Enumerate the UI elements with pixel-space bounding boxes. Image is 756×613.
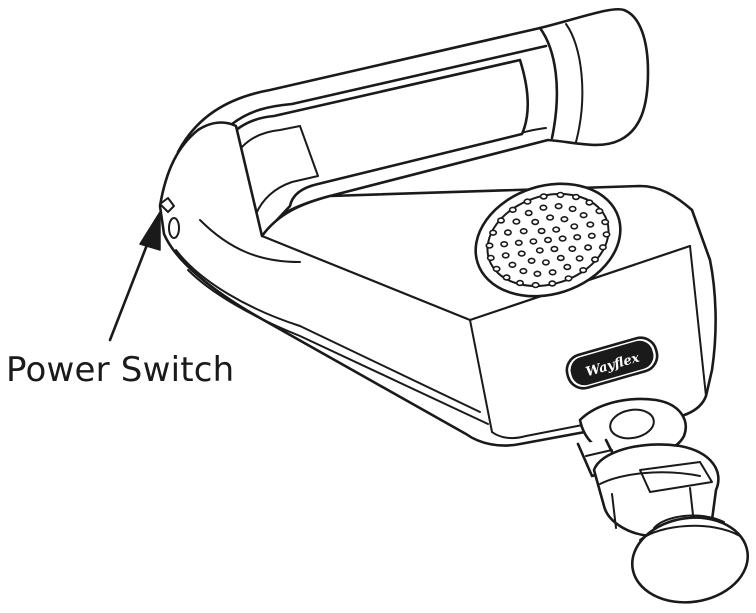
vent-hole [492, 265, 501, 273]
vent-hole [533, 270, 542, 277]
head-collar [576, 397, 687, 478]
vent-hole [548, 280, 557, 287]
vent-hole [556, 191, 565, 199]
vent-hole [519, 228, 528, 235]
vent-hole [558, 235, 567, 242]
vent-hole [598, 244, 607, 251]
vent-hole [529, 238, 538, 245]
power-switch-label: Power Switch [6, 350, 235, 390]
vent-hole [543, 236, 552, 244]
vent-hole [502, 274, 511, 281]
vent-hole [573, 234, 582, 241]
brand-badge: Wayflex [565, 336, 659, 390]
ball-head [630, 514, 750, 604]
vent-hole [560, 216, 569, 223]
vent-hole [527, 257, 536, 264]
vent-hole [486, 254, 495, 262]
vent-hole [523, 198, 532, 205]
vent-hole [503, 229, 512, 236]
vent-hole [585, 199, 594, 206]
vent-hole [508, 206, 517, 214]
vent-hole [524, 209, 533, 217]
vent-hole [501, 252, 510, 259]
vent-hole [552, 226, 561, 233]
vent-hole [539, 193, 548, 200]
vent-hole [586, 221, 595, 228]
vent-hole [535, 247, 544, 254]
vent-hole [601, 218, 610, 226]
vent-hole [514, 239, 523, 247]
vent-hole [564, 275, 573, 282]
vent-hole [563, 263, 572, 271]
vent-hole [548, 269, 557, 276]
vent-hole [568, 245, 577, 253]
vent-hole [571, 193, 580, 201]
vent-hole [489, 229, 498, 236]
vent-hole [590, 256, 599, 263]
vent-hole [554, 203, 563, 210]
vent-hole [550, 245, 559, 253]
vent-hole [579, 212, 588, 219]
vent-hole [595, 207, 604, 215]
vent-hole [584, 244, 593, 251]
vent-hole [575, 255, 584, 262]
main-body [158, 121, 717, 447]
vent-hole [587, 232, 596, 240]
vent-hole [539, 204, 548, 211]
vent-hole [570, 223, 579, 230]
vent-hole [546, 214, 555, 221]
vent-hole [508, 261, 517, 268]
callout-arrow [108, 211, 161, 342]
vent-hole [496, 217, 505, 224]
vent-hole [541, 259, 550, 266]
vent-hole [531, 281, 540, 289]
vent-hole [556, 254, 565, 262]
vent-hole [519, 267, 528, 275]
vent-hole [512, 218, 521, 225]
vent-hole [500, 241, 509, 248]
vent-hole [517, 250, 526, 257]
vent-hole [537, 227, 546, 235]
power-switch [159, 197, 180, 239]
vent-grille [474, 182, 622, 298]
attachment-shaft [592, 443, 720, 539]
vent-hole [568, 205, 577, 213]
vent-hole [602, 231, 611, 238]
vent-hole [579, 267, 588, 274]
vent-hole [531, 218, 540, 226]
vent-hole [515, 279, 524, 287]
vent-hole [485, 242, 494, 249]
